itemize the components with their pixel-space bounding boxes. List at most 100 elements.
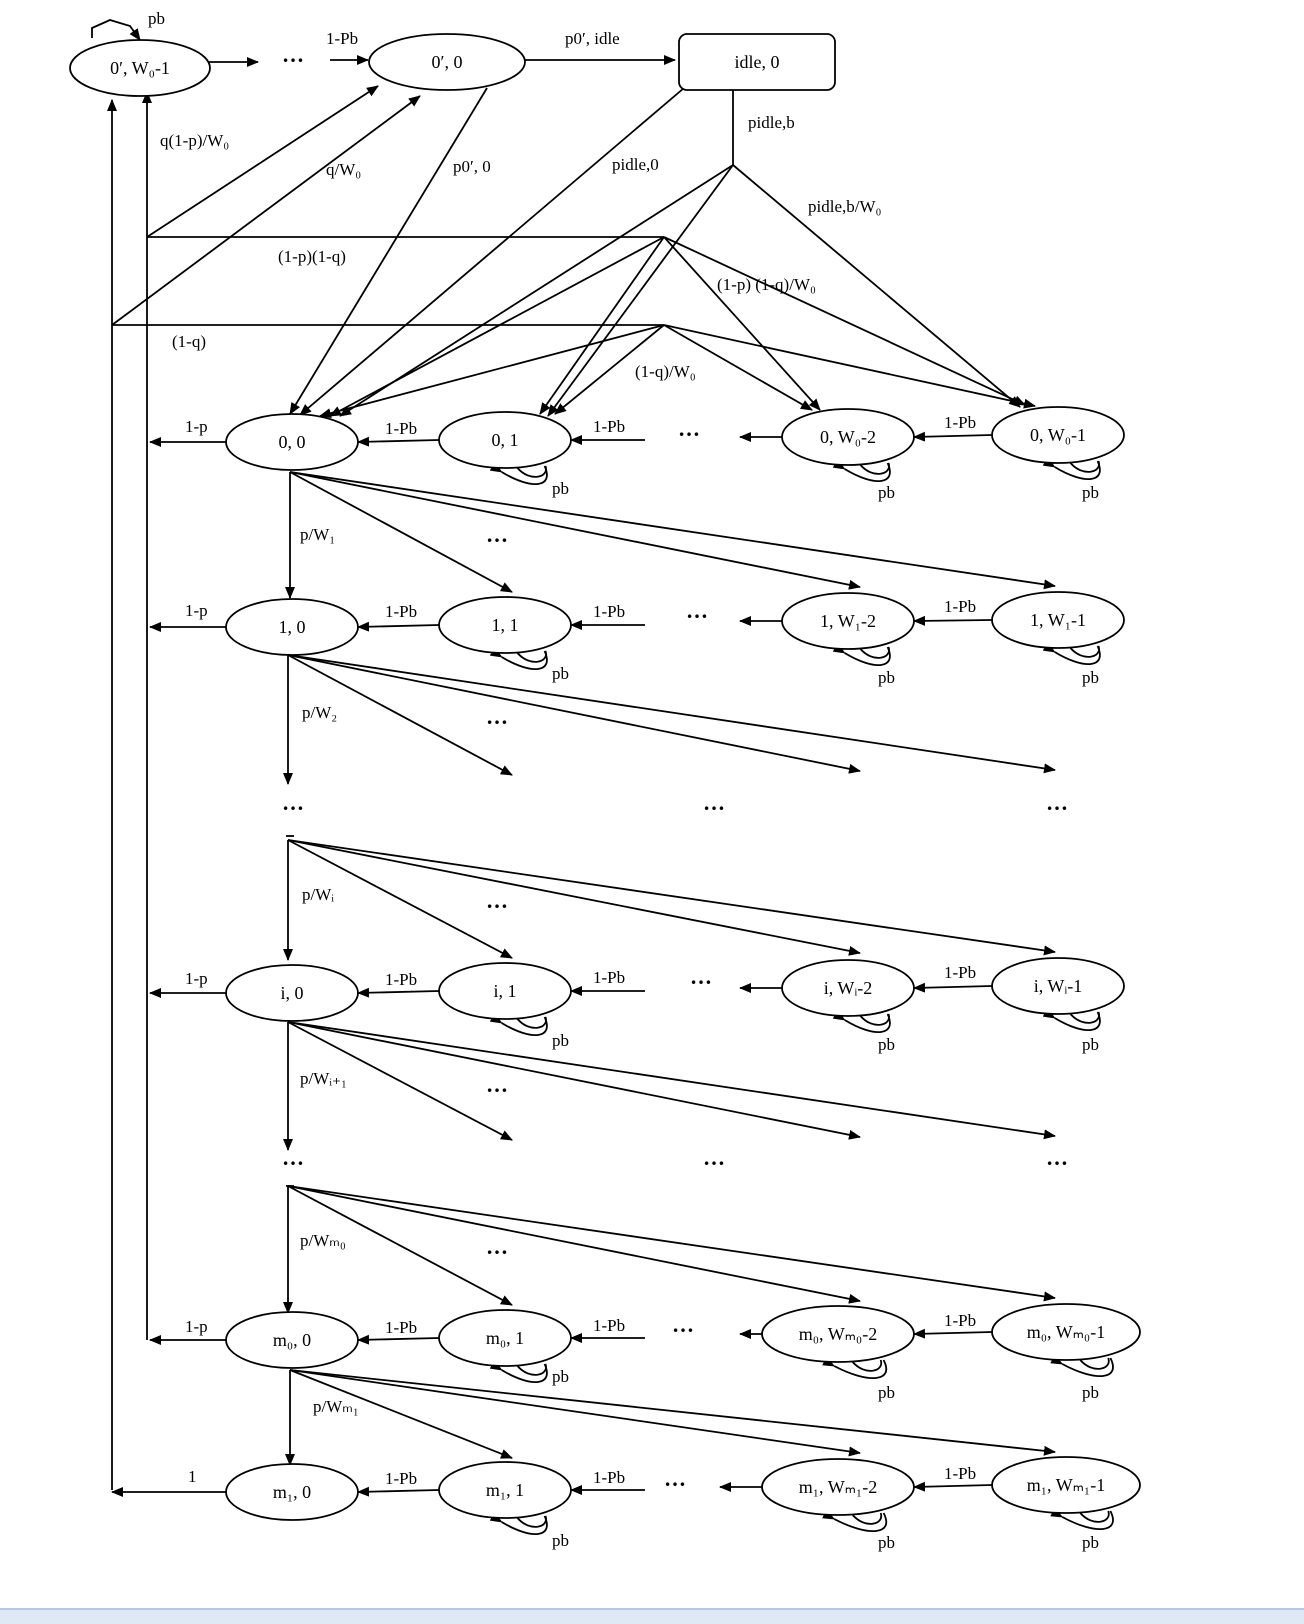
edge-label-one-q: (1-q) (172, 332, 206, 351)
edge-label-p0-0: p0′, 0 (453, 157, 491, 176)
state-label: 0, W₀-2 (820, 427, 876, 447)
edge-label-pb: pb (1082, 483, 1099, 502)
edge-label-pb: pb (878, 1383, 895, 1402)
edge-label-pb: pb (552, 664, 569, 683)
ellipsis-mark: … (282, 1145, 306, 1170)
state-s0_w1: 0, W₀-1 (991, 406, 1125, 464)
state-sm0_w1: m₀, Wₘ₀-1 (991, 1303, 1141, 1361)
status-bar (0, 1608, 1304, 1624)
state-s0_0: 0, 0 (225, 413, 359, 471)
state-si_1: i, 1 (438, 962, 572, 1020)
state-s1_w1: 1, W₁-1 (991, 591, 1125, 649)
state-label: i, Wᵢ-1 (1034, 976, 1083, 996)
ellipsis-mark: … (672, 1312, 696, 1337)
edge-label-one-minus-pb: 1-Pb (593, 1316, 625, 1335)
ellipsis-mark: … (703, 790, 727, 815)
edge-label-pb: pb (552, 1531, 569, 1550)
edge-label-pb: pb (1082, 1035, 1099, 1054)
edge-label-one-minus-p: 1-p (185, 601, 208, 620)
edge-label-one: 1 (188, 1467, 197, 1486)
state-sm0_1: m₀, 1 (438, 1309, 572, 1367)
state-label: m₁, 1 (486, 1480, 524, 1500)
ellipsis-mark: … (486, 888, 510, 913)
edge-label-p-wi: p/Wᵢ (302, 885, 334, 904)
edge-label-one-minus-pb: 1-Pb (944, 963, 976, 982)
ellipsis-mark: … (1046, 790, 1070, 815)
edge-label-one-minus-p: 1-p (185, 1317, 208, 1336)
edge-label-pb: pb (552, 479, 569, 498)
edge-label-pb: pb (878, 1533, 895, 1552)
state-s1_w2: 1, W₁-2 (781, 592, 915, 650)
ellipsis-mark: … (486, 1234, 510, 1259)
state-s0p_0: 0′, 0 (368, 33, 526, 91)
state-si_w2: i, Wᵢ-2 (781, 959, 915, 1017)
edge-label-pidle-b: pidle,b (748, 113, 795, 132)
state-label: m₀, 1 (486, 1328, 524, 1348)
ellipsis-mark: … (486, 522, 510, 547)
edge-label-pb: pb (1082, 1383, 1099, 1402)
edge-label-p-wm1: p/Wₘ₁ (313, 1397, 359, 1416)
edge-label-p-w2: p/W₂ (302, 703, 337, 722)
edge-label-one-minus-p: 1-p (185, 969, 208, 988)
ellipsis-mark: … (690, 964, 714, 989)
state-label: 0′, 0 (432, 52, 463, 72)
state-si_0: i, 0 (225, 964, 359, 1022)
edge-label-q-w0: q/W₀ (326, 160, 361, 179)
state-label: m₁, Wₘ₁-1 (1027, 1475, 1105, 1495)
state-label: 0′, W₀-1 (110, 58, 170, 78)
state-label: 0, 0 (279, 432, 306, 452)
state-s0_w2: 0, W₀-2 (781, 408, 915, 466)
ellipsis-mark: … (664, 1466, 688, 1491)
edge-label-one-minus-p: 1-p (185, 417, 208, 436)
edge-label-p-wi1: p/Wᵢ₊₁ (300, 1069, 347, 1088)
edge-label-one-minus-pb: 1-Pb (385, 419, 417, 438)
state-label: 0, W₀-1 (1030, 425, 1086, 445)
edge-label-pb: pb (552, 1031, 569, 1050)
state-label: m₁, 0 (273, 1482, 311, 1502)
state-label: 1, W₁-2 (820, 611, 876, 631)
state-label: idle, 0 (735, 52, 780, 72)
edge-label-one-minus-pb: 1-Pb (944, 1311, 976, 1330)
state-label: m₀, Wₘ₀-1 (1027, 1322, 1105, 1342)
edge-label-one-minus-pb: 1-Pb (944, 597, 976, 616)
state-label: 1, 1 (492, 615, 519, 635)
state-idle: idle, 0 (678, 33, 836, 91)
state-label: 1, 0 (279, 617, 306, 637)
edge-label-one-p-one-q: (1-p)(1-q) (278, 247, 346, 266)
edge-label-one-q-w0: (1-q)/W₀ (635, 362, 696, 381)
ellipsis-mark: … (678, 416, 702, 441)
state-s0p_w: 0′, W₀-1 (69, 39, 211, 97)
edge-label-pb: pb (552, 1367, 569, 1386)
ellipsis-mark: … (282, 42, 306, 67)
state-label: 1, W₁-1 (1030, 610, 1086, 630)
state-label: i, 1 (493, 981, 516, 1001)
edge-label-pb: pb (878, 483, 895, 502)
edge-label-pidle-0: pidle,0 (612, 155, 659, 174)
edge-label-pb: pb (1082, 668, 1099, 687)
edge-label-q1p-w0: q(1-p)/W₀ (160, 131, 229, 150)
edge-label-one-minus-pb: 1-Pb (385, 602, 417, 621)
edge-label-p-wm0: p/Wₘ₀ (300, 1231, 346, 1250)
state-label: m₀, 0 (273, 1330, 311, 1350)
state-label: i, Wᵢ-2 (824, 978, 873, 998)
edge-label-one-minus-pb: 1-Pb (593, 968, 625, 987)
edge-label-one-minus-pb: 1-Pb (593, 602, 625, 621)
edge-label-one-minus-pb: 1-Pb (385, 970, 417, 989)
edge-label-one-p-one-q-w0: (1-p) (1-q)/W₀ (717, 275, 816, 294)
edge-label-one-minus-pb: 1-Pb (326, 29, 358, 48)
state-s1_1: 1, 1 (438, 596, 572, 654)
edge-label-pb: pb (878, 668, 895, 687)
edge-label-p-w1: p/W₁ (300, 525, 335, 544)
edge-label-pidle-b-w0: pidle,b/W₀ (808, 197, 882, 216)
edge-label-pb: pb (1082, 1533, 1099, 1552)
ellipsis-mark: … (282, 790, 306, 815)
state-s1_0: 1, 0 (225, 598, 359, 656)
state-s0_1: 0, 1 (438, 411, 572, 469)
edge-label-one-minus-pb: 1-Pb (593, 417, 625, 436)
state-sm1_w2: m₁, Wₘ₁-2 (761, 1458, 915, 1516)
edge-label-pb: pb (878, 1035, 895, 1054)
state-sm0_w2: m₀, Wₘ₀-2 (761, 1305, 915, 1363)
edge-label-one-minus-pb: 1-Pb (593, 1468, 625, 1487)
state-label: i, 0 (280, 983, 303, 1003)
